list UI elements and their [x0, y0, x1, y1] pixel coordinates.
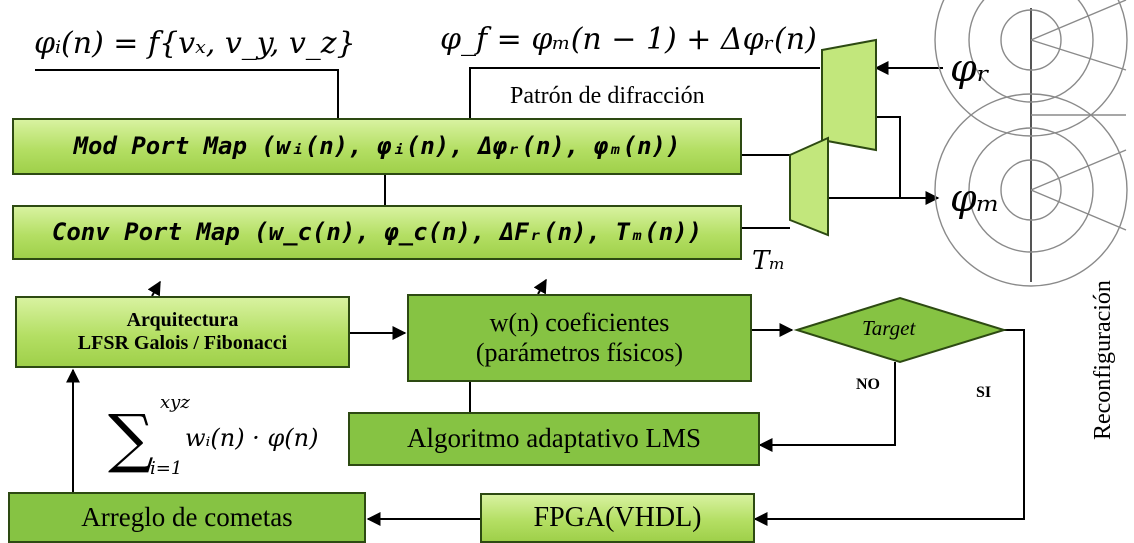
sigma-icon: ∑ — [108, 402, 154, 476]
comet-array-label: Arreglo de cometas — [81, 501, 293, 532]
conv-port-map-label: Conv Port Map (w_c(n), φ_c(n), ΔFᵣ(n), T… — [51, 217, 703, 246]
sum-lower-limit: i=1 — [150, 458, 183, 479]
lfsr-architecture-block: Arquitectura LFSR Galois / Fibonacci — [15, 296, 350, 368]
coefficients-block: w(n) coeficientes (parámetros físicos) — [407, 294, 752, 382]
fpga-block: FPGA(VHDL) — [480, 493, 755, 543]
pattern-label: Patrón de difracción — [510, 83, 705, 109]
t-m-symbol: Tₘ — [752, 246, 786, 276]
coefficients-line1: w(n) coeficientes — [489, 308, 670, 338]
reconfiguration-label: Reconfiguración — [1090, 280, 1116, 440]
mod-port-map-label: Mod Port Map (wᵢ(n), φᵢ(n), Δφᵣ(n), φₘ(n… — [73, 131, 681, 160]
target-label: Target — [862, 316, 916, 340]
phi-r-symbol: φᵣ — [950, 46, 990, 90]
diffraction-pattern-icon — [934, 0, 1128, 287]
no-label: NO — [856, 376, 880, 393]
mod-port-map-block: Mod Port Map (wᵢ(n), φᵢ(n), Δφᵣ(n), φₘ(n… — [12, 118, 742, 175]
phi-m-symbol: φₘ — [950, 176, 1000, 220]
target-diamond — [793, 296, 1008, 364]
lfsr-line1: Arquitectura — [126, 309, 239, 331]
phi-i-equation: φᵢ(n) = f{vₓ, v_y, v_z} — [34, 26, 356, 61]
upper-combiner — [821, 38, 877, 152]
fpga-label: FPGA(VHDL) — [533, 501, 702, 533]
lfsr-line2: LFSR Galois / Fibonacci — [77, 332, 288, 354]
comet-array-block: Arreglo de cometas — [8, 492, 366, 543]
sum-term: wᵢ(n) · φ(n) — [185, 424, 319, 452]
lms-label: Algoritmo adaptativo LMS — [407, 423, 701, 454]
lms-block: Algoritmo adaptativo LMS — [348, 412, 760, 466]
si-label: SI — [976, 384, 992, 401]
sum-upper-limit: xyz — [160, 392, 190, 413]
coefficients-line2: (parámetros físicos) — [475, 338, 684, 367]
lower-combiner — [789, 136, 829, 237]
conv-port-map-block: Conv Port Map (w_c(n), φ_c(n), ΔFᵣ(n), T… — [12, 205, 742, 260]
phi-f-equation: φ_f = φₘ(n − 1) + Δφᵣ(n) — [440, 22, 817, 57]
